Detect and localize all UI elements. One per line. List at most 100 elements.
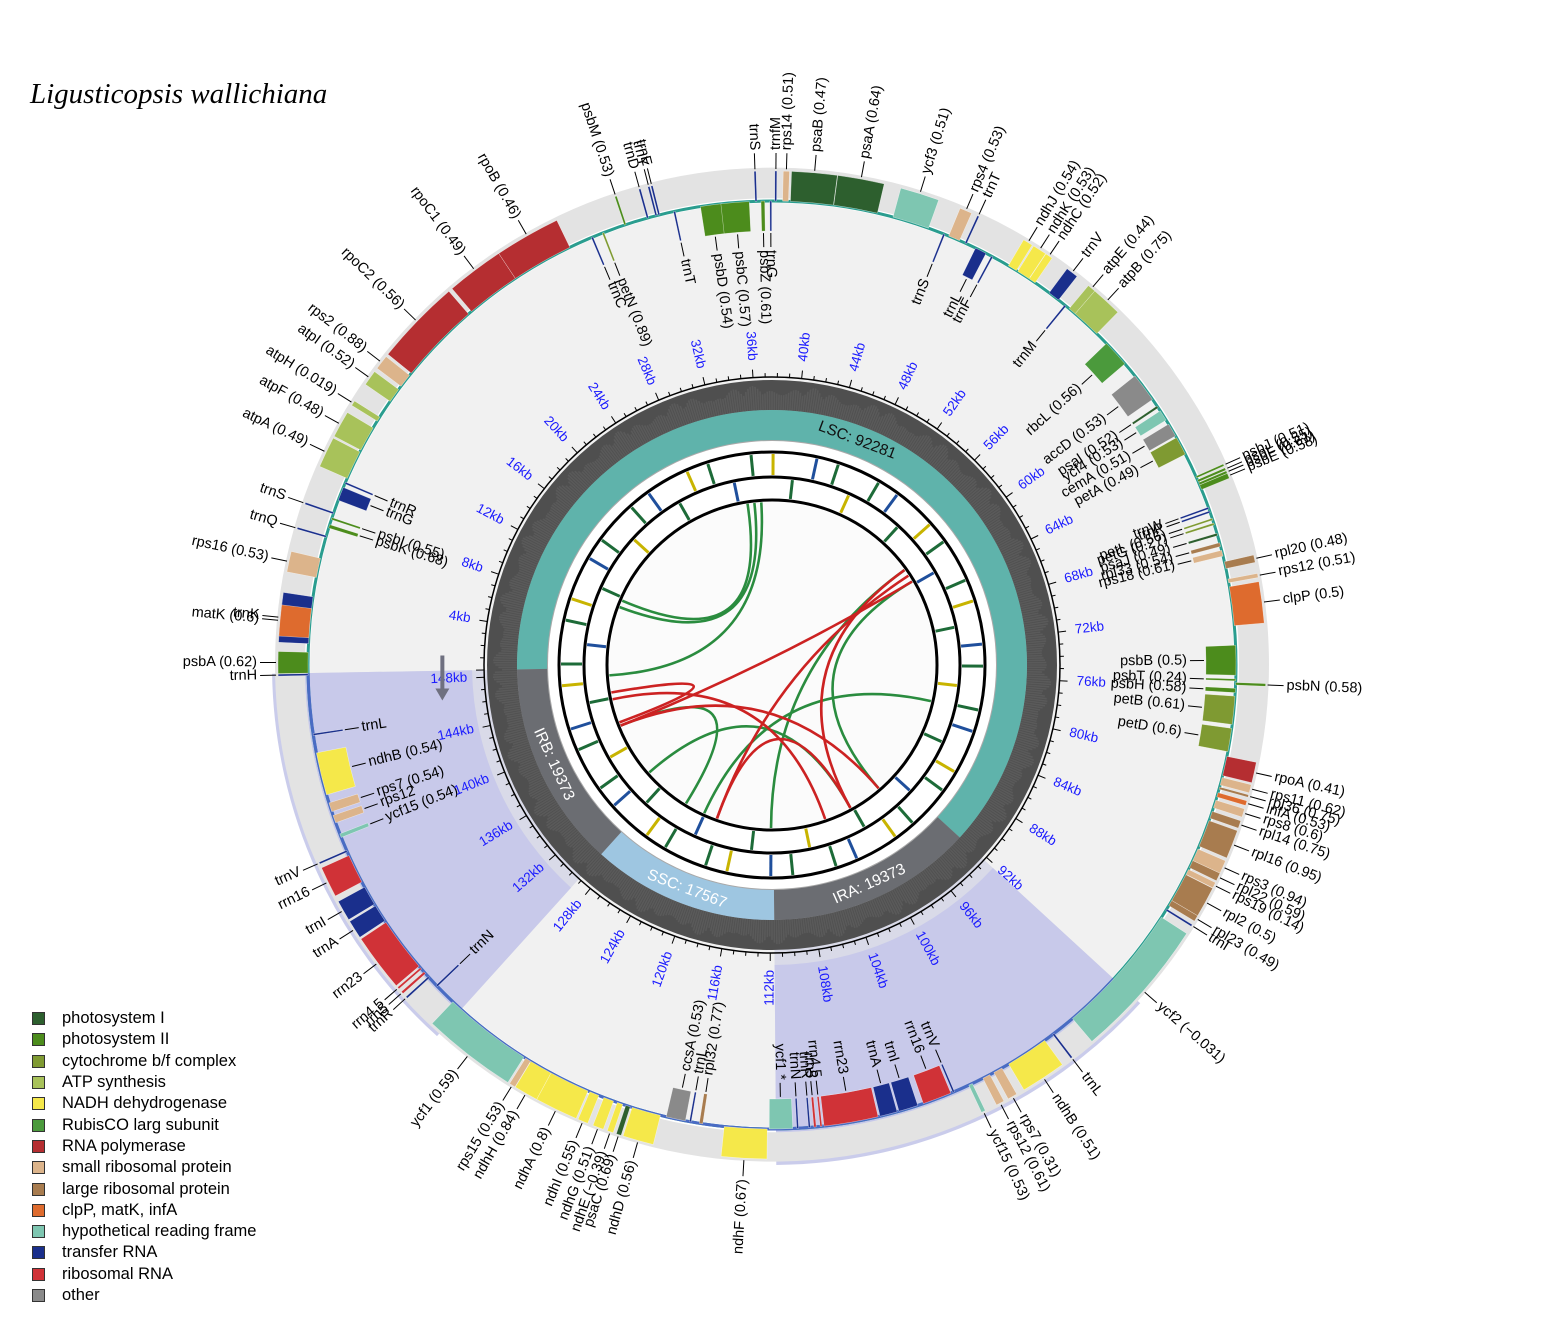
gc-bar <box>614 432 631 455</box>
gene-leader <box>516 1094 526 1110</box>
gc-bar <box>532 523 553 537</box>
gc-bar <box>723 915 729 934</box>
gene-leader <box>1044 1079 1054 1094</box>
tick-mark <box>548 476 553 480</box>
gc-bar <box>721 398 727 415</box>
gene-label: ycf2 (−0.031) <box>1154 999 1228 1067</box>
gene-leader <box>1250 796 1266 802</box>
gc-bar <box>549 816 568 831</box>
gene-block <box>1198 724 1232 752</box>
gc-bar <box>499 621 521 626</box>
gc-bar <box>754 919 758 942</box>
gc-bar <box>883 414 895 437</box>
gene-leader <box>695 1076 699 1091</box>
gc-bar <box>902 432 913 447</box>
gc-bar <box>721 915 727 936</box>
tick-mark <box>510 793 515 797</box>
tick-mark <box>940 897 945 902</box>
gene-block <box>665 1087 692 1122</box>
tick-mark <box>853 940 856 945</box>
gc-bar <box>950 471 962 484</box>
gc-bar <box>894 887 904 902</box>
tick-mark <box>490 571 499 575</box>
gc-bar <box>852 906 861 927</box>
legend-item: ATP synthesis <box>32 1072 256 1093</box>
gene-leader <box>1035 329 1046 342</box>
gc-bar <box>985 803 1007 818</box>
gene-block <box>1189 860 1221 881</box>
gc-bar <box>1008 759 1027 769</box>
gc-bar <box>965 487 980 500</box>
gc-bar <box>1021 609 1039 615</box>
legend-label: photosystem I <box>62 1009 165 1028</box>
gc-bar <box>508 591 527 598</box>
legend-swatch <box>32 1033 45 1047</box>
gc-bar <box>981 507 1001 522</box>
gc-bar <box>506 734 528 742</box>
gc-bar <box>501 623 520 629</box>
gene-block <box>892 187 939 229</box>
gc-bar <box>1016 736 1040 745</box>
tick-mark <box>593 433 597 438</box>
gc-bar <box>602 864 614 879</box>
gc-bar <box>635 886 648 906</box>
gc-bar <box>551 504 567 516</box>
legend-label: transfer RNA <box>62 1243 158 1262</box>
tick-mark <box>571 446 578 454</box>
gc-bar <box>505 610 523 615</box>
tick-mark <box>520 516 525 520</box>
gc-bar <box>672 901 680 917</box>
gc-bar <box>546 812 565 827</box>
gc-bar <box>545 517 559 527</box>
gc-bar <box>561 824 575 836</box>
gc-bar <box>822 914 828 933</box>
tick-mark <box>1048 581 1057 585</box>
gc-bar <box>1017 592 1033 598</box>
gc-bar <box>850 404 858 423</box>
gene-leader <box>575 1123 583 1139</box>
gc-bar <box>600 449 614 466</box>
gc-bar <box>514 575 532 583</box>
gc-bar <box>1012 573 1028 581</box>
gc-bar <box>613 435 629 456</box>
gc-bar <box>705 401 712 418</box>
gc-bar <box>979 503 998 518</box>
tick-mark <box>1037 774 1046 779</box>
gc-bar <box>835 911 843 936</box>
gc-bar <box>990 795 1006 806</box>
gc-bar <box>847 404 855 423</box>
gc-bar <box>945 464 960 480</box>
gc-bar <box>569 835 584 848</box>
gc-bar <box>505 710 522 716</box>
gc-bar <box>759 919 762 944</box>
gc-bar <box>1026 677 1050 681</box>
gc-bar <box>782 919 785 941</box>
tick-mark <box>537 483 545 490</box>
gc-bar <box>985 516 1001 527</box>
gc-bar <box>791 390 795 411</box>
gc-bar <box>959 836 975 851</box>
gc-bar <box>507 745 531 755</box>
gc-bar <box>558 821 572 833</box>
gc-bar <box>505 725 525 733</box>
gc-bar <box>1007 557 1030 569</box>
gc-bar <box>1021 607 1042 613</box>
gene-block <box>318 850 348 865</box>
gc-bar <box>948 847 967 867</box>
gene-block <box>1045 304 1067 330</box>
gc-bar <box>938 856 953 874</box>
tick-label: 8kb <box>460 554 485 575</box>
gc-bar <box>734 389 740 413</box>
gene-block <box>328 524 359 538</box>
gene-leader <box>1184 732 1199 736</box>
repeat-mark <box>951 723 973 733</box>
gene-leader <box>737 234 740 249</box>
repeat-mark <box>609 746 628 759</box>
gc-bar <box>712 401 718 417</box>
gc-bar <box>586 463 601 478</box>
gene-leader <box>1107 287 1120 301</box>
gc-bar <box>1021 715 1038 720</box>
gc-bar <box>674 902 682 919</box>
gc-bar <box>507 723 525 730</box>
gc-bar <box>1019 599 1042 607</box>
